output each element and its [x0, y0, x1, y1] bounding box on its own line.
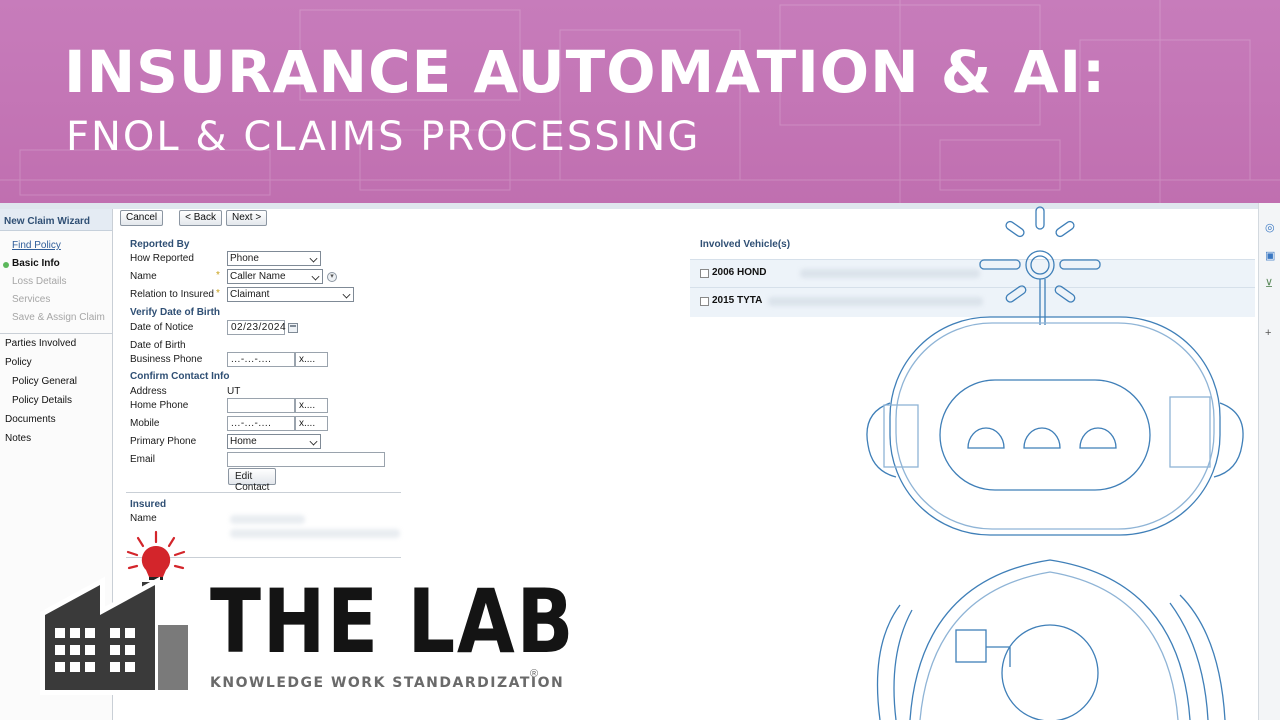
step-find-policy[interactable]: Find Policy — [12, 240, 61, 251]
redacted-vehicle-details — [800, 269, 980, 278]
chevron-down-icon — [342, 290, 351, 299]
primary-phone-value: Home — [230, 436, 257, 447]
relation-select[interactable]: Claimant — [227, 287, 354, 302]
sidebar-item-policy-details[interactable]: Policy Details — [12, 395, 73, 406]
reported-by-heading: Reported By — [130, 239, 190, 250]
relation-label: Relation to Insured — [130, 289, 214, 300]
logo-name: THE LAB — [210, 570, 576, 673]
section-divider — [126, 492, 401, 493]
sidebar-header: New Claim Wizard — [0, 209, 112, 231]
step-basic-info-label: Basic Info — [12, 258, 60, 269]
required-icon: * — [216, 288, 220, 299]
sidebar-item-policy-general[interactable]: Policy General — [12, 376, 78, 387]
redacted-address — [230, 529, 400, 538]
address-label: Address — [130, 386, 167, 397]
chevron-down-icon — [311, 272, 320, 281]
required-icon: * — [216, 270, 220, 281]
how-reported-select[interactable]: Phone — [227, 251, 321, 266]
confirm-contact-heading: Confirm Contact Info — [130, 371, 230, 382]
vehicle-row[interactable]: 2006 HOND — [690, 259, 1255, 287]
email-input[interactable] — [227, 452, 385, 467]
dob-label: Date of Birth — [130, 340, 186, 351]
sidebar-item-documents[interactable]: Documents — [5, 414, 56, 425]
address-value: UT — [227, 386, 241, 397]
email-label: Email — [130, 454, 156, 465]
logo-tagline: KNOWLEDGE WORK STANDARDIZATION — [210, 675, 565, 691]
next-button[interactable]: Next > — [226, 210, 268, 226]
registered-mark: ® — [530, 668, 539, 680]
sidebar-item-policy[interactable]: Policy — [5, 357, 32, 368]
vehicle-row[interactable]: 2015 TYTA — [690, 287, 1255, 317]
date-of-notice-label: Date of Notice — [130, 322, 194, 333]
step-save-assign: Save & Assign Claim — [12, 312, 105, 323]
app-top-strip — [0, 203, 1258, 209]
vehicle-checkbox[interactable] — [700, 297, 709, 306]
date-of-notice-input[interactable]: 02/23/2024 — [227, 320, 286, 335]
the-lab-logo — [40, 530, 188, 695]
step-services: Services — [12, 294, 51, 305]
edit-contact-button[interactable]: Edit Contact — [228, 468, 277, 493]
how-reported-value: Phone — [230, 253, 259, 264]
banner-subtitle: FNOL & CLAIMS PROCESSING — [66, 114, 701, 160]
name-label: Name — [130, 271, 157, 282]
chevron-down-icon — [309, 254, 318, 263]
add-icon[interactable]: + — [1265, 327, 1272, 339]
banner-title: INSURANCE AUTOMATION & AI: — [64, 38, 1107, 106]
home-phone-label: Home Phone — [130, 400, 189, 411]
section-divider — [126, 557, 401, 558]
redacted-name — [230, 515, 305, 524]
primary-phone-label: Primary Phone — [130, 436, 197, 447]
sidebar-item-notes[interactable]: Notes — [5, 433, 32, 444]
sidebar-divider — [0, 333, 112, 334]
home-phone-input[interactable] — [227, 398, 295, 413]
vehicle-label: 2015 TYTA — [712, 295, 763, 306]
title-banner: INSURANCE AUTOMATION & AI: FNOL & CLAIMS… — [0, 0, 1280, 203]
back-button[interactable]: < Back — [179, 210, 222, 226]
wizard-toolbar: Cancel < Back Next > — [120, 210, 268, 226]
cancel-button[interactable]: Cancel — [120, 210, 164, 226]
cart-icon[interactable]: ⊻ — [1265, 278, 1274, 290]
name-value: Caller Name — [230, 271, 286, 282]
lightbulb-icon — [126, 530, 186, 580]
sync-icon[interactable]: ◎ — [1265, 222, 1275, 234]
name-picker-icon[interactable]: ▾ — [327, 272, 337, 282]
robot-illustration — [866, 206, 1244, 720]
calendar-icon[interactable] — [288, 323, 298, 333]
right-toolbar: ◎ ▣ ⊻ + — [1258, 203, 1280, 720]
relation-value: Claimant — [230, 289, 270, 300]
business-phone-input[interactable]: ...-...-.... — [227, 352, 295, 367]
current-step-icon — [3, 262, 9, 268]
step-loss-details: Loss Details — [12, 276, 67, 287]
mobile-label: Mobile — [130, 418, 160, 429]
outlook-icon[interactable]: ▣ — [1265, 250, 1276, 262]
insured-heading: Insured — [130, 499, 167, 510]
vehicle-label: 2006 HOND — [712, 267, 767, 278]
how-reported-label: How Reported — [130, 253, 194, 264]
name-select[interactable]: Caller Name — [227, 269, 323, 284]
chevron-down-icon — [309, 437, 318, 446]
verify-dob-heading: Verify Date of Birth — [130, 307, 221, 318]
blueprint-background — [0, 0, 1280, 203]
factory-icon — [40, 576, 188, 695]
sidebar-item-parties-involved[interactable]: Parties Involved — [5, 338, 77, 349]
vehicles-heading: Involved Vehicle(s) — [700, 239, 791, 250]
insured-name-label: Name — [130, 513, 157, 524]
vehicle-checkbox[interactable] — [700, 269, 709, 278]
business-phone-ext-input[interactable]: x.... — [295, 352, 328, 367]
mobile-ext-input[interactable]: x.... — [295, 416, 328, 431]
primary-phone-select[interactable]: Home — [227, 434, 321, 449]
home-phone-ext-input[interactable]: x.... — [295, 398, 328, 413]
business-phone-label: Business Phone — [130, 354, 203, 365]
mobile-input[interactable]: ...-...-.... — [227, 416, 295, 431]
step-basic-info[interactable]: Basic Info — [0, 255, 112, 273]
redacted-vehicle-details — [768, 297, 983, 306]
